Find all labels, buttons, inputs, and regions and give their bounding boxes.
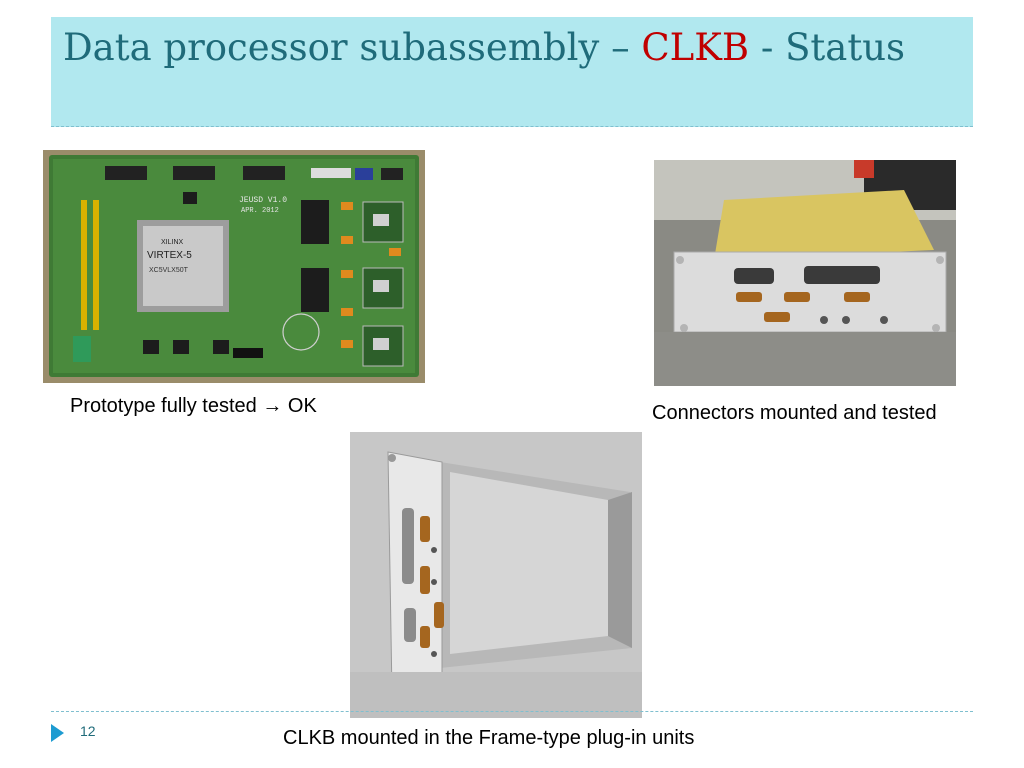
connectors-image bbox=[654, 160, 956, 386]
caption-connectors: Connectors mounted and tested bbox=[652, 402, 937, 424]
chip-part-text: XC5VLX50T bbox=[149, 267, 189, 274]
chip-family-text: VIRTEX-5 bbox=[147, 250, 192, 261]
circuit-board-photo: XILINX VIRTEX-5 XC5VLX50T JEUSD V1.0 APR… bbox=[43, 150, 425, 383]
footer-divider bbox=[51, 711, 973, 712]
title-tail: - Status bbox=[749, 26, 906, 69]
connectors-photo bbox=[654, 160, 956, 386]
plugin-unit-photo bbox=[350, 432, 642, 718]
caption-board: Prototype fully tested → OK bbox=[70, 395, 317, 417]
circuit-board-image: XILINX VIRTEX-5 XC5VLX50T JEUSD V1.0 APR… bbox=[43, 150, 425, 383]
caption-plugin: CLKB mounted in the Frame-type plug-in u… bbox=[283, 727, 695, 749]
slide-number: 12 bbox=[80, 723, 96, 739]
slide-arrow-icon bbox=[51, 724, 64, 742]
title-accent: CLKB bbox=[641, 26, 750, 69]
board-silk-date: APR. 2012 bbox=[241, 207, 279, 215]
plugin-unit-image bbox=[350, 432, 642, 718]
board-silk-label: JEUSD V1.0 bbox=[239, 196, 287, 205]
title-bar: Data processor subassembly – CLKB - Stat… bbox=[51, 17, 973, 127]
title-main: Data processor subassembly – bbox=[63, 26, 642, 69]
chip-brand-text: XILINX bbox=[161, 239, 184, 246]
slide-title: Data processor subassembly – CLKB - Stat… bbox=[63, 26, 963, 69]
